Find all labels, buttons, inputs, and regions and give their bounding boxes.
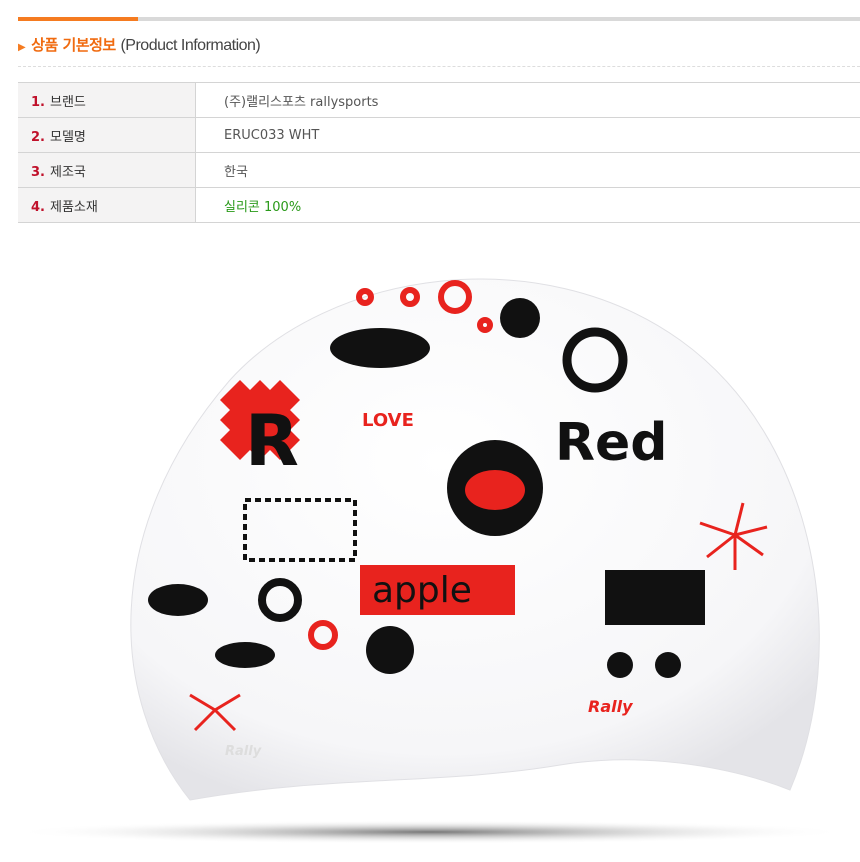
table-row: 2.모델명 ERUC033 WHT: [18, 117, 860, 153]
print-brand-logo-embossed: Rally: [225, 744, 262, 759]
cap-shadow: [10, 820, 850, 844]
row-number: 4.: [31, 199, 45, 215]
row-label: 제품소재: [49, 199, 98, 215]
row-label: 브랜드: [49, 94, 86, 110]
print-letter-r: R: [245, 400, 299, 482]
print-starbursts: [189, 502, 768, 732]
print-ring: [562, 327, 628, 393]
print-red-rings: [308, 280, 493, 650]
print-brand-logo: Rally: [588, 697, 633, 716]
print-ring: [258, 578, 302, 622]
swim-cap-product-image: R Red LOVE apple Rally Rally: [10, 278, 850, 844]
print-sunburst: [220, 380, 300, 460]
section-title: ▶ 상품 기본정보 (Product Information): [18, 34, 261, 55]
print-apple-banner: [360, 565, 515, 615]
print-text-apple: apple: [372, 570, 472, 611]
print-grid-pattern: [243, 498, 357, 562]
row-label: 모델명: [49, 129, 86, 145]
section-top-bar: [18, 17, 860, 21]
section-title-en: (Product Information): [120, 37, 261, 54]
swim-cap: [130, 278, 820, 801]
table-row: 1.브랜드 (주)랠리스포츠 rallysports: [18, 82, 860, 118]
row-number: 1.: [31, 94, 45, 110]
row-label: 제조국: [49, 164, 86, 180]
row-value: ERUC033 WHT: [195, 117, 860, 153]
chevron-right-icon: ▶: [18, 42, 26, 53]
row-value: 한국: [195, 152, 860, 188]
print-dot-pattern: [605, 570, 705, 625]
print-text-red: Red: [555, 413, 668, 473]
divider: [18, 66, 860, 67]
print-text-love: LOVE: [362, 410, 414, 431]
product-info-table: 1.브랜드 (주)랠리스포츠 rallysports 2.모델명 ERUC033 W…: [18, 82, 860, 223]
row-number: 2.: [31, 129, 45, 145]
section-top-bar-accent: [18, 17, 138, 21]
table-row: 4.제품소재 실리콘 100%: [18, 187, 860, 223]
row-value: (주)랠리스포츠 rallysports: [195, 82, 860, 118]
table-row: 3.제조국 한국: [18, 152, 860, 188]
row-number: 3.: [31, 164, 45, 180]
print-black-shapes: [148, 298, 681, 678]
section-title-ko: 상품 기본정보: [31, 36, 116, 54]
print-apple-core: [465, 470, 525, 510]
row-value: 실리콘 100%: [195, 187, 860, 223]
